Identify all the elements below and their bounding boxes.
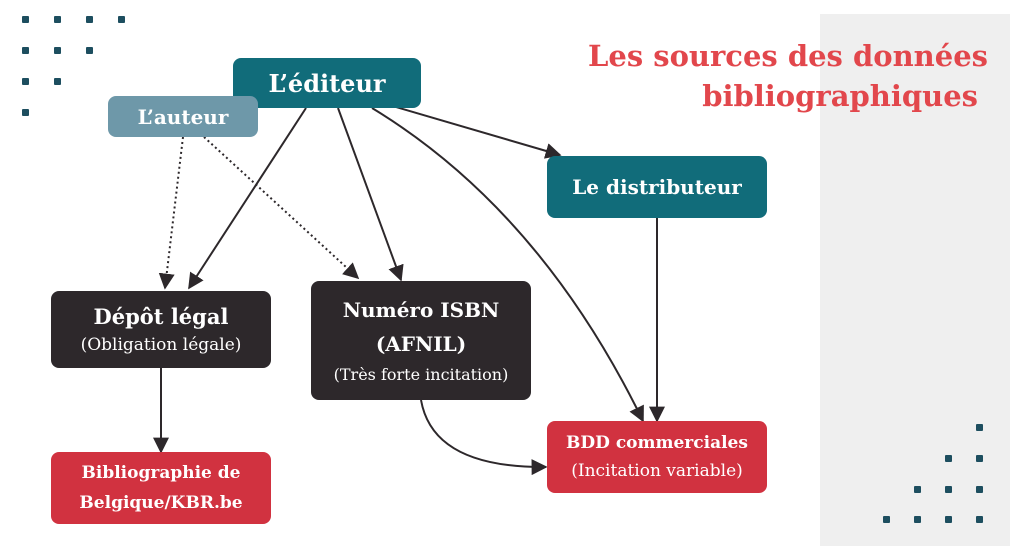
arrow-auteur-isbn <box>203 136 360 280</box>
dot <box>22 109 29 116</box>
node-editeur: L’éditeur <box>233 58 421 108</box>
node-distributeur: Le distributeur <box>547 156 767 218</box>
dot <box>976 424 983 431</box>
dot <box>945 486 952 493</box>
node-editeur-label: L’éditeur <box>268 68 386 98</box>
node-distributeur-label: Le distributeur <box>572 175 742 199</box>
arrow-editeur-depot <box>188 107 307 290</box>
node-depot: Dépôt légal (Obligation légale) <box>51 291 271 368</box>
arrow-editeur-bdd <box>371 107 644 423</box>
node-isbn-label2: (AFNIL) <box>375 331 467 356</box>
dot <box>54 47 61 54</box>
dot <box>914 486 921 493</box>
arrow-auteur-depot <box>158 136 184 290</box>
dot <box>945 516 952 523</box>
node-auteur-label: L’auteur <box>137 104 229 129</box>
node-bibliographie: Bibliographie de Belgique/KBR.be <box>51 452 271 524</box>
dot <box>914 516 921 523</box>
node-depot-sublabel: (Obligation légale) <box>80 334 242 355</box>
dot <box>976 455 983 462</box>
node-bdd-label: BDD commerciales <box>566 433 748 453</box>
node-isbn-sublabel: (Très forte incitation) <box>333 364 509 384</box>
dot <box>976 486 983 493</box>
page-title: Les sources des données bibliographiques <box>548 36 988 116</box>
arrow-editeur-distributeur <box>371 99 562 159</box>
node-auteur: L’auteur <box>108 96 258 137</box>
dot <box>883 516 890 523</box>
dot <box>976 516 983 523</box>
dot <box>22 16 29 23</box>
arrow-editeur-isbn <box>337 107 404 282</box>
node-isbn: Numéro ISBN (AFNIL) (Très forte incitati… <box>311 281 531 400</box>
dot <box>54 78 61 85</box>
dot <box>118 16 125 23</box>
node-bdd: BDD commerciales (Incitation variable) <box>547 421 767 493</box>
title-line-1: Les sources des données <box>588 39 988 73</box>
node-isbn-label: Numéro ISBN <box>342 297 500 322</box>
dot <box>22 78 29 85</box>
dot <box>54 16 61 23</box>
dot <box>86 47 93 54</box>
node-bibliographie-label: Bibliographie de <box>81 463 241 483</box>
dot <box>22 47 29 54</box>
node-depot-label: Dépôt légal <box>93 303 229 329</box>
dot <box>86 16 93 23</box>
dot <box>945 455 952 462</box>
title-line-2: bibliographiques <box>702 79 978 113</box>
node-bibliographie-label2: Belgique/KBR.be <box>79 493 243 513</box>
arrow-isbn-bdd <box>420 399 548 476</box>
node-bdd-sublabel: (Incitation variable) <box>571 461 743 481</box>
